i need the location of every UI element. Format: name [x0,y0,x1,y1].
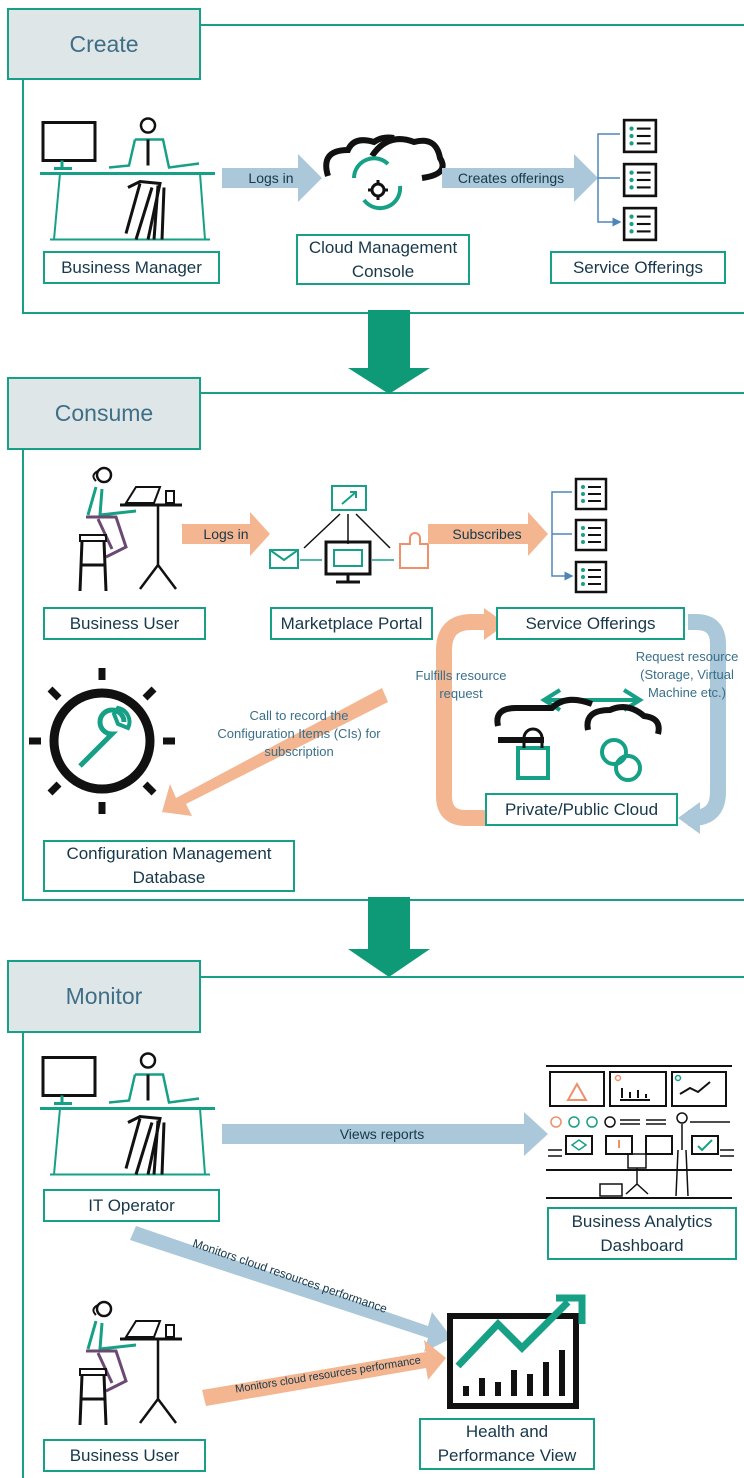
business-user-2-figure [78,1300,184,1427]
it-operator-figure [40,1051,217,1177]
fulfill-note: Fulfills resource request [415,668,507,701]
business-manager-figure [40,116,217,242]
business-manager-label: Business Manager [43,251,220,284]
record-ci-arrow [162,688,388,816]
consume-doc-2 [574,518,608,552]
cloud-console-icon [323,134,446,211]
health-chart-icon [447,1294,586,1409]
cloud-console-label: Cloud Management Console [296,234,470,285]
health-label: Health and Performance View [419,1418,595,1470]
cmdb-gear-icon [29,668,175,814]
create-offerings-branch [597,133,620,222]
dashboard-illustration [546,1065,734,1199]
consume-to-monitor-arrow [348,897,430,977]
consume-login-arrow [182,512,270,556]
dashboard-label: Business Analytics Dashboard [547,1207,737,1260]
request-loop [688,614,726,826]
create-tab: Create [7,8,201,80]
business-user-figure [78,466,184,593]
subscribe-arrow-text: Subscribes [452,526,522,542]
views-reports-text: Views reports [339,1126,425,1142]
record-note: Call to record the Configuration Items (… [217,708,381,759]
business-user-label: Business User [43,607,206,640]
offering-doc-2 [622,162,658,198]
subscribe-arrow [428,512,548,556]
consume-offerings-label: Service Offerings [496,607,685,640]
cmdb-label: Configuration Management Database [43,840,295,892]
fulfill-loop [436,614,486,826]
marketplace-portal-label: Marketplace Portal [270,607,433,640]
private-public-cloud-icon [494,688,662,782]
views-reports-arrow [222,1112,548,1156]
marketplace-portal-icon [269,485,429,584]
consume-doc-3 [574,560,608,594]
monitor-tab: Monitor [7,960,201,1033]
create-offerings-arrow [442,154,598,202]
create-offerings-arrow-text: Creates offerings [457,170,565,186]
consume-offerings-branch [551,491,572,576]
user-monitor-arrow [202,1340,446,1406]
create-to-consume-arrow [348,310,430,394]
login-arrow-text: Logs in [248,170,294,186]
monitor-frame [22,976,744,1478]
consume-tab: Consume [7,377,201,450]
private-public-cloud-label: Private/Public Cloud [485,793,678,826]
create-offerings-label: Service Offerings [550,251,726,284]
login-arrow [222,154,322,202]
operator-monitor-arrow [130,1226,452,1352]
offering-doc-1 [622,118,658,154]
consume-login-arrow-text: Logs in [203,526,249,542]
it-operator-label: IT Operator [43,1189,220,1222]
request-note: Request resource (Storage, Virtual Machi… [635,649,739,700]
consume-doc-1 [574,477,608,511]
offering-doc-3 [622,206,658,242]
business-user-2-label: Business User [43,1439,206,1472]
